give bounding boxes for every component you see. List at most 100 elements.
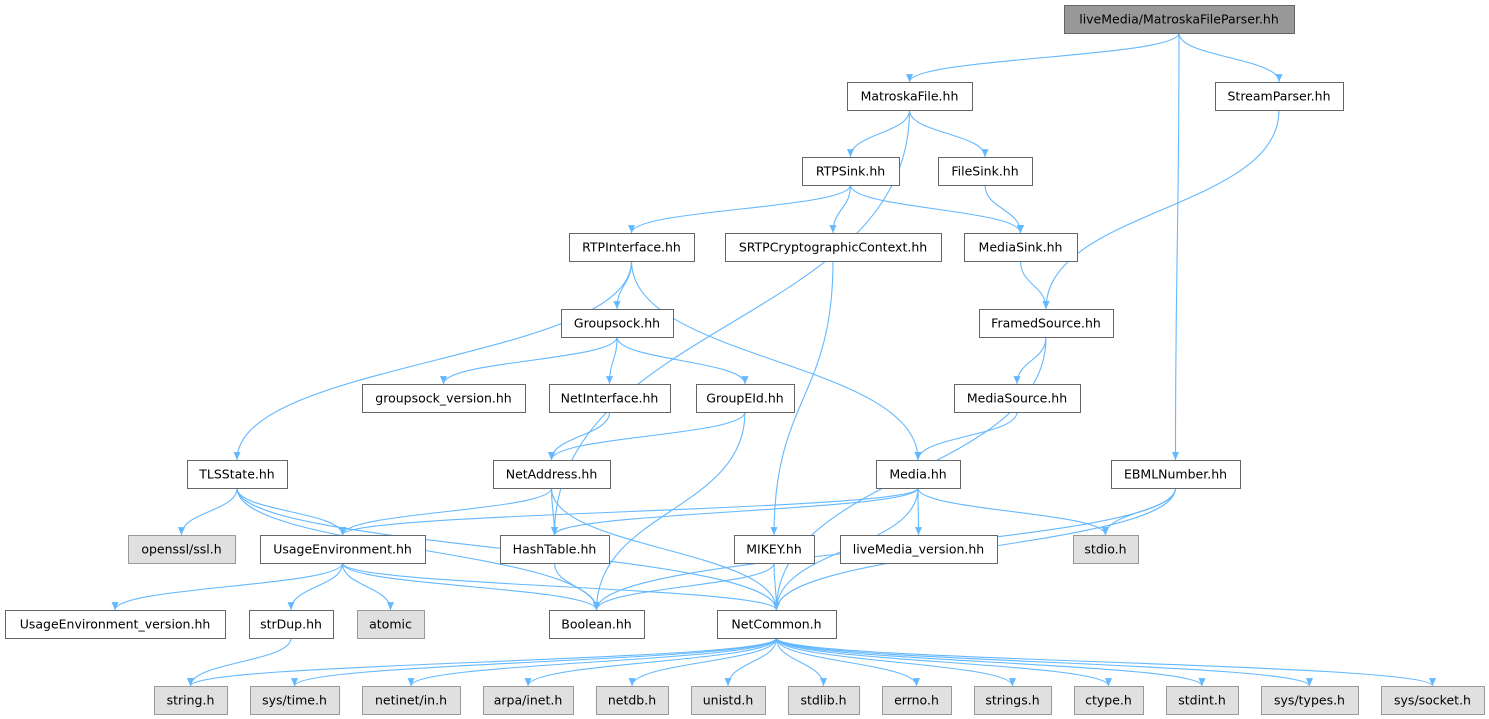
node-boolean-hh[interactable]: Boolean.hh xyxy=(549,610,645,639)
edge-netcommon-to-errno xyxy=(775,637,920,687)
node-box xyxy=(1111,460,1241,489)
node-box xyxy=(1381,686,1485,715)
node-netinet-in-h: netinet/in.h xyxy=(362,686,461,715)
node-box xyxy=(788,686,860,715)
node-ebmlnumber-hh[interactable]: EBMLNumber.hh xyxy=(1111,460,1241,489)
node-livemedia-matroskafileparser-hh[interactable]: liveMedia/MatroskaFileParser.hh xyxy=(1064,5,1295,34)
node-label: ctype.h xyxy=(1085,693,1132,708)
node-filesink-hh[interactable]: FileSink.hh xyxy=(938,157,1033,186)
node-rtpsink-hh[interactable]: RTPSink.hh xyxy=(802,157,900,186)
edge-netcommon-to-systypes xyxy=(775,637,1313,687)
edge-root-to-streamparser xyxy=(1178,32,1283,83)
edges-layer xyxy=(111,32,1436,687)
edge-rtpinterface-to-groupsock xyxy=(613,260,633,310)
node-netinterface-hh[interactable]: NetInterface.hh xyxy=(549,384,671,413)
node-strdup-hh[interactable]: strDup.hh xyxy=(249,610,334,639)
edge-groupsock-to-groupsockversion xyxy=(440,336,618,385)
node-label: RTPSink.hh xyxy=(816,164,885,179)
node-sys-time-h: sys/time.h xyxy=(250,686,340,715)
node-box xyxy=(734,535,815,564)
edge-usageenv-to-usageenvversion xyxy=(111,562,344,611)
node-rtpinterface-hh[interactable]: RTPInterface.hh xyxy=(569,233,695,262)
node-box xyxy=(1073,535,1139,564)
node-mediasource-hh[interactable]: MediaSource.hh xyxy=(954,384,1081,413)
node-box xyxy=(549,384,671,413)
edge-usageenv-to-netcommon xyxy=(341,562,780,611)
node-label: NetCommon.h xyxy=(731,617,821,632)
node-label: sys/time.h xyxy=(262,693,327,708)
node-label: MatroskaFile.hh xyxy=(861,89,959,104)
node-box xyxy=(250,686,340,715)
node-label: EBMLNumber.hh xyxy=(1124,467,1227,482)
node-streamparser-hh[interactable]: StreamParser.hh xyxy=(1215,82,1344,111)
node-groupeid-hh[interactable]: GroupEId.hh xyxy=(696,384,795,413)
node-srtpcryptographiccontext-hh[interactable]: SRTPCryptographicContext.hh xyxy=(725,233,942,262)
edge-rtpinterface-to-media xyxy=(630,260,922,461)
node-mediasink-hh[interactable]: MediaSink.hh xyxy=(964,233,1078,262)
edge-matroskafile-to-rtpsink xyxy=(846,109,911,158)
edge-filesink-to-mediasink xyxy=(984,184,1025,234)
node-label: Boolean.hh xyxy=(561,617,631,632)
node-label: MIKEY.hh xyxy=(746,542,802,557)
node-usageenvironment-hh[interactable]: UsageEnvironment.hh xyxy=(260,535,426,564)
edge-netcommon-to-ctype xyxy=(775,637,1112,687)
node-label: MediaSink.hh xyxy=(979,240,1063,255)
node-label: sys/socket.h xyxy=(1394,693,1471,708)
node-label: NetAddress.hh xyxy=(506,467,598,482)
node-framedsource-hh[interactable]: FramedSource.hh xyxy=(979,309,1114,338)
node-box xyxy=(840,535,998,564)
node-matroskafile-hh[interactable]: MatroskaFile.hh xyxy=(847,82,973,111)
node-groupsock-version-hh[interactable]: groupsock_version.hh xyxy=(362,384,526,413)
edge-mediasink-to-framedsource xyxy=(1019,260,1050,310)
edge-rtpsink-to-mediasink xyxy=(849,184,1024,234)
nodes-layer: liveMedia/MatroskaFileParser.hhMatroskaF… xyxy=(5,5,1485,715)
node-label: SRTPCryptographicContext.hh xyxy=(739,240,927,255)
node-box xyxy=(5,610,226,639)
node-box xyxy=(696,384,795,413)
edge-netcommon-to-netinetin xyxy=(407,637,778,687)
node-mikey-hh[interactable]: MIKEY.hh xyxy=(734,535,815,564)
node-hashtable-hh[interactable]: HashTable.hh xyxy=(500,535,610,564)
node-box xyxy=(691,686,766,715)
node-atomic: atomic xyxy=(357,610,425,639)
node-netcommon-h[interactable]: NetCommon.h xyxy=(717,610,837,639)
node-label: arpa/inet.h xyxy=(494,693,563,708)
node-media-hh[interactable]: Media.hh xyxy=(876,460,961,489)
edge-netcommon-to-unistd xyxy=(724,637,778,687)
node-groupsock-hh[interactable]: Groupsock.hh xyxy=(561,309,674,338)
edge-tlsstate-to-usageenv xyxy=(236,487,346,536)
node-unistd-h: unistd.h xyxy=(691,686,766,715)
node-box xyxy=(1074,686,1144,715)
node-tlsstate-hh[interactable]: TLSState.hh xyxy=(187,460,288,489)
node-label: strDup.hh xyxy=(260,617,322,632)
node-box xyxy=(1215,82,1344,111)
edge-strdup-to-string xyxy=(187,637,292,687)
node-label: stdlib.h xyxy=(800,693,846,708)
edge-groupsock-to-netinterface xyxy=(605,336,618,385)
node-box xyxy=(549,610,645,639)
node-label: RTPInterface.hh xyxy=(582,240,681,255)
node-box xyxy=(483,686,574,715)
node-box xyxy=(128,535,236,564)
node-box xyxy=(357,610,425,639)
node-box xyxy=(1261,686,1359,715)
node-box xyxy=(1064,5,1295,34)
edge-groupeid-to-netaddress xyxy=(548,411,746,461)
node-usageenvironment-version-hh[interactable]: UsageEnvironment_version.hh xyxy=(5,610,226,639)
node-label: MediaSource.hh xyxy=(967,391,1067,406)
node-label: StreamParser.hh xyxy=(1227,89,1330,104)
node-label: netinet/in.h xyxy=(375,693,447,708)
node-label: Groupsock.hh xyxy=(574,316,660,331)
node-box xyxy=(362,686,461,715)
node-box xyxy=(964,233,1078,262)
node-openssl-ssl-h: openssl/ssl.h xyxy=(128,535,236,564)
edge-root-to-ebmlnumber xyxy=(1171,32,1180,461)
node-livemedia-version-hh[interactable]: liveMedia_version.hh xyxy=(840,535,998,564)
node-label: GroupEId.hh xyxy=(706,391,783,406)
edge-streamparser-to-framedsource xyxy=(1042,109,1280,310)
node-box xyxy=(500,535,610,564)
node-box xyxy=(882,686,952,715)
edge-netcommon-to-netdb xyxy=(628,637,778,687)
node-box xyxy=(362,384,526,413)
node-netaddress-hh[interactable]: NetAddress.hh xyxy=(493,460,611,489)
